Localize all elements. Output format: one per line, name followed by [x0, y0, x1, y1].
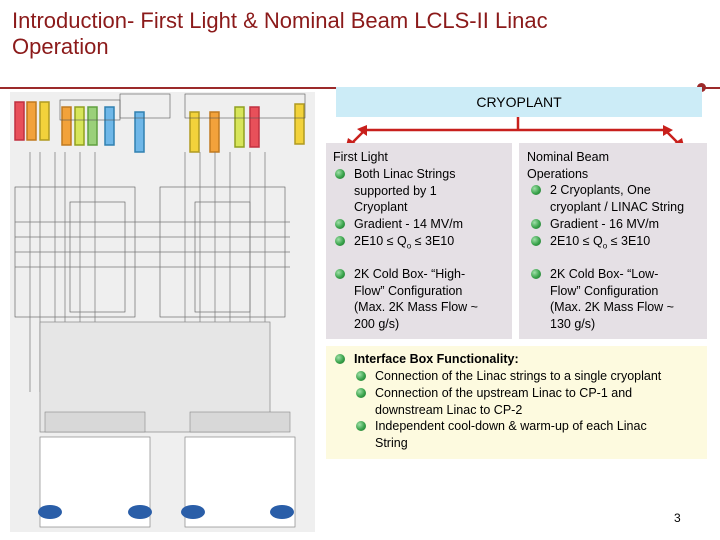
nominal-heading-line: Operations [527, 166, 589, 181]
title-line-1: Introduction- First Light & Nominal Beam… [12, 8, 548, 33]
nominal-beam-panel: Nominal Beam Operations 2 Cryoplants, On… [519, 143, 707, 339]
q-subscript: o [406, 241, 412, 251]
first-light-panel: First Light Both Linac Strings supported… [326, 143, 512, 339]
bullet-icon [531, 236, 541, 246]
nominal-heading: Nominal Beam Operations [527, 149, 609, 182]
interface-item-text: Connection of the upstream Linac to CP-1… [375, 386, 633, 400]
bullet-icon [356, 388, 366, 398]
bullet-icon [356, 421, 366, 431]
q-subscript: o [602, 241, 608, 251]
bullet-text: 2E10 ≤ Qo ≤ 3E10 [550, 233, 710, 255]
bullet-text-line: Both Linac Strings [354, 167, 456, 181]
bullet-icon [335, 219, 345, 229]
q-range-end: ≤ 3E10 [414, 234, 455, 248]
schematic-drawing [10, 92, 315, 532]
first-light-heading: First Light [333, 150, 388, 164]
interface-box-panel: Interface Box Functionality: Connection … [326, 346, 707, 459]
bullet-icon [335, 354, 345, 364]
bullet-icon [335, 236, 345, 246]
bullet-text-line: Flow” Configuration [354, 283, 463, 298]
interface-item-text: downstream Linac to CP-2 [375, 402, 523, 417]
bullet-text-line: 200 g/s) [354, 316, 400, 331]
bullet-icon [531, 185, 541, 195]
title-line-2: Operation [12, 34, 109, 59]
interface-item-text: Independent cool-down & warm-up of each … [375, 419, 647, 433]
bullet-icon [356, 371, 366, 381]
nominal-heading-line: Nominal Beam [527, 150, 609, 164]
bullet-text-line: Cryoplant [354, 200, 408, 214]
bullet-icon [335, 169, 345, 179]
cryoplant-label: CRYOPLANT [476, 94, 562, 110]
q-range-start: 2E10 ≤ Q [354, 234, 407, 248]
bullet-text-line: (Max. 2K Mass Flow ~ [550, 300, 674, 314]
bullet-text-line: supported by 1 [354, 183, 437, 198]
bullet-icon [335, 269, 345, 279]
cryo-distribution-schematic [10, 92, 315, 532]
bullet-icon [531, 219, 541, 229]
q-range-start: 2E10 ≤ Q [550, 234, 603, 248]
interface-item-text: String [375, 435, 408, 450]
bullet-text-line: 2K Cold Box- “High- [354, 267, 466, 281]
bullet-text-line: Flow” Configuration [550, 283, 659, 298]
bullet-text-line: 130 g/s) [550, 316, 596, 331]
interface-heading: Interface Box Functionality: [354, 352, 519, 366]
bullet-text: Gradient - 16 MV/m [550, 217, 660, 231]
slide-title: Introduction- First Light & Nominal Beam… [12, 8, 712, 60]
page-number: 3 [674, 511, 681, 525]
bullet-icon [531, 269, 541, 279]
bullet-text-line: 2 Cryoplants, One [550, 183, 651, 197]
bullet-text-line: (Max. 2K Mass Flow ~ [354, 300, 478, 314]
interface-item-text: Connection of the Linac strings to a sin… [375, 369, 662, 383]
bullet-text: 2E10 ≤ Qo ≤ 3E10 [354, 233, 514, 255]
q-range-end: ≤ 3E10 [610, 234, 651, 248]
bullet-text-line: 2K Cold Box- “Low- [550, 267, 659, 281]
bullet-text-line: cryoplant / LINAC String [550, 199, 685, 214]
bullet-text: Gradient - 14 MV/m [354, 217, 464, 231]
cryoplant-box: CRYOPLANT [336, 87, 702, 117]
